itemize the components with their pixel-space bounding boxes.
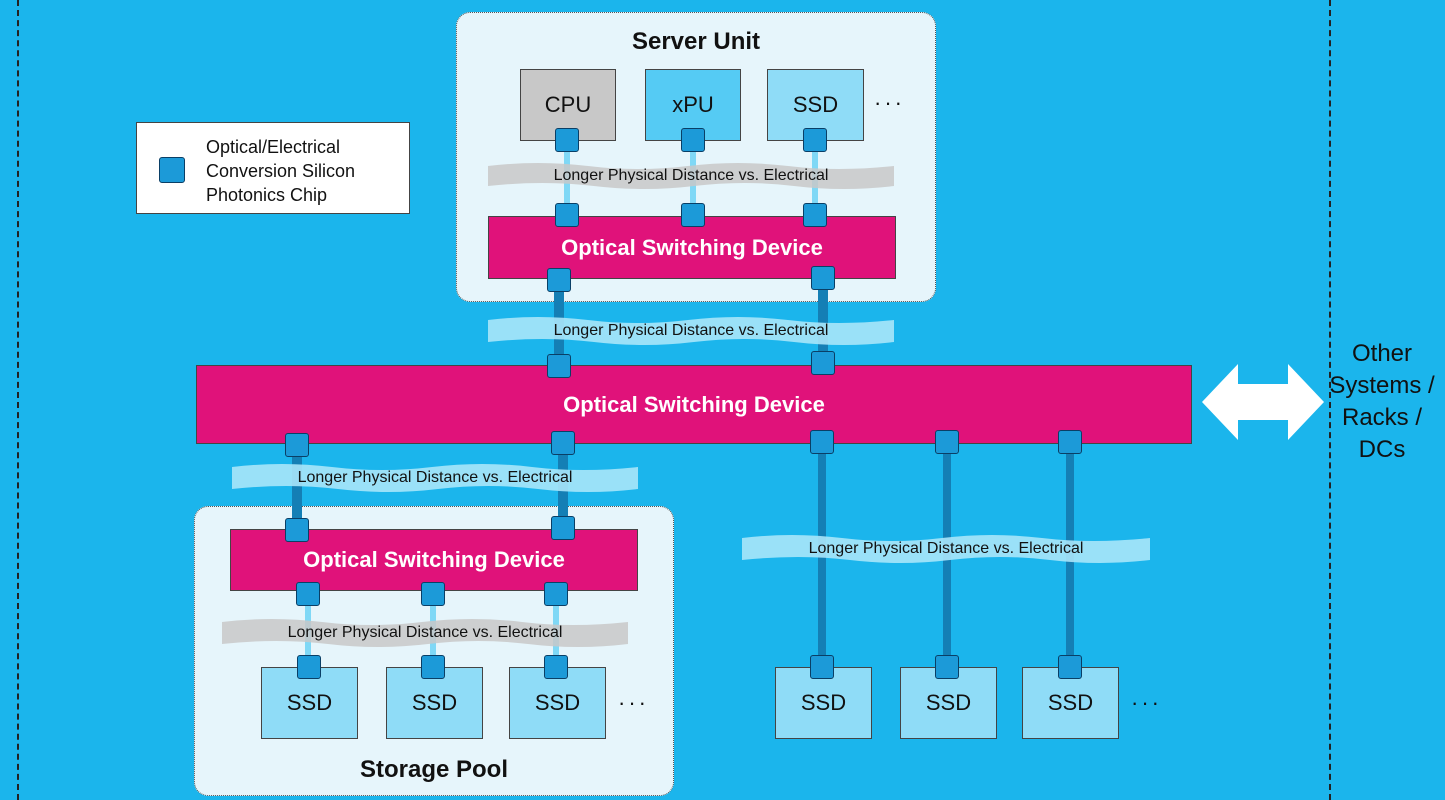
chip-main-down-2 — [551, 431, 575, 455]
chip-storage-switch-up-2 — [551, 516, 575, 540]
chip-server-switch-3 — [803, 203, 827, 227]
right-ssd-2: SSD — [900, 667, 997, 739]
storage-ssd-1: SSD — [261, 667, 358, 739]
chip-server-switch-1 — [555, 203, 579, 227]
chip-xpu — [681, 128, 705, 152]
chip-main-down-5 — [1058, 430, 1082, 454]
chip-server-switch-2 — [681, 203, 705, 227]
right-ellipsis: ··· — [1131, 690, 1162, 715]
distance-band-right — [742, 535, 1150, 563]
chip-main-down-1 — [285, 433, 309, 457]
distance-band-main — [488, 317, 894, 345]
distance-band-storage-bottom — [222, 619, 628, 647]
chip-server-ssd — [803, 128, 827, 152]
chip-storage-switch-down-3 — [544, 582, 568, 606]
chip-right-ssd-2 — [935, 655, 959, 679]
distance-band-server — [488, 163, 894, 189]
legend-label: Optical/Electrical Conversion Silicon Ph… — [206, 137, 356, 205]
main-switch: Optical Switching Device — [196, 365, 1192, 444]
chip-storage-ssd-2 — [421, 655, 445, 679]
link-main-storage-left — [292, 444, 302, 530]
bidirectional-arrow-icon — [1202, 364, 1324, 440]
distance-band-main-label: Longer Physical Distance vs. Electrical — [553, 322, 829, 339]
distance-band-storage-bottom-label: Longer Physical Distance vs. Electrical — [287, 624, 563, 641]
chip-main-down-3 — [810, 430, 834, 454]
chip-server-switch-down-1 — [547, 268, 571, 292]
distance-band-right-label: Longer Physical Distance vs. Electrical — [808, 540, 1084, 557]
system-boundary-left — [17, 0, 19, 800]
chip-storage-ssd-3 — [544, 655, 568, 679]
distance-band-server-label: Longer Physical Distance vs. Electrical — [553, 167, 829, 184]
chip-storage-switch-down-1 — [296, 582, 320, 606]
chip-main-down-4 — [935, 430, 959, 454]
storage-ellipsis: ··· — [618, 690, 649, 715]
chip-main-up-2 — [811, 351, 835, 375]
storage-ssd-3: SSD — [509, 667, 606, 739]
legend: Optical/Electrical Conversion Silicon Ph… — [136, 122, 410, 214]
right-ssd-3: SSD — [1022, 667, 1119, 739]
chip-right-ssd-1 — [810, 655, 834, 679]
chip-server-switch-down-2 — [811, 266, 835, 290]
server-unit-title: Server Unit — [631, 28, 761, 55]
chip-legend-icon — [159, 157, 185, 183]
storage-ssd-2: SSD — [386, 667, 483, 739]
storage-pool-title: Storage Pool — [359, 756, 509, 783]
chip-storage-ssd-1 — [297, 655, 321, 679]
chip-storage-switch-down-2 — [421, 582, 445, 606]
distance-band-storage-top — [232, 464, 638, 492]
chip-cpu — [555, 128, 579, 152]
distance-band-storage-top-label: Longer Physical Distance vs. Electrical — [297, 469, 573, 486]
chip-main-up-1 — [547, 354, 571, 378]
other-systems-label: Other Systems / Racks / DCs — [1329, 340, 1435, 463]
server-ellipsis: ··· — [874, 90, 905, 115]
chip-right-ssd-3 — [1058, 655, 1082, 679]
system-boundary-right — [1329, 0, 1331, 800]
chip-storage-switch-up-1 — [285, 518, 309, 542]
